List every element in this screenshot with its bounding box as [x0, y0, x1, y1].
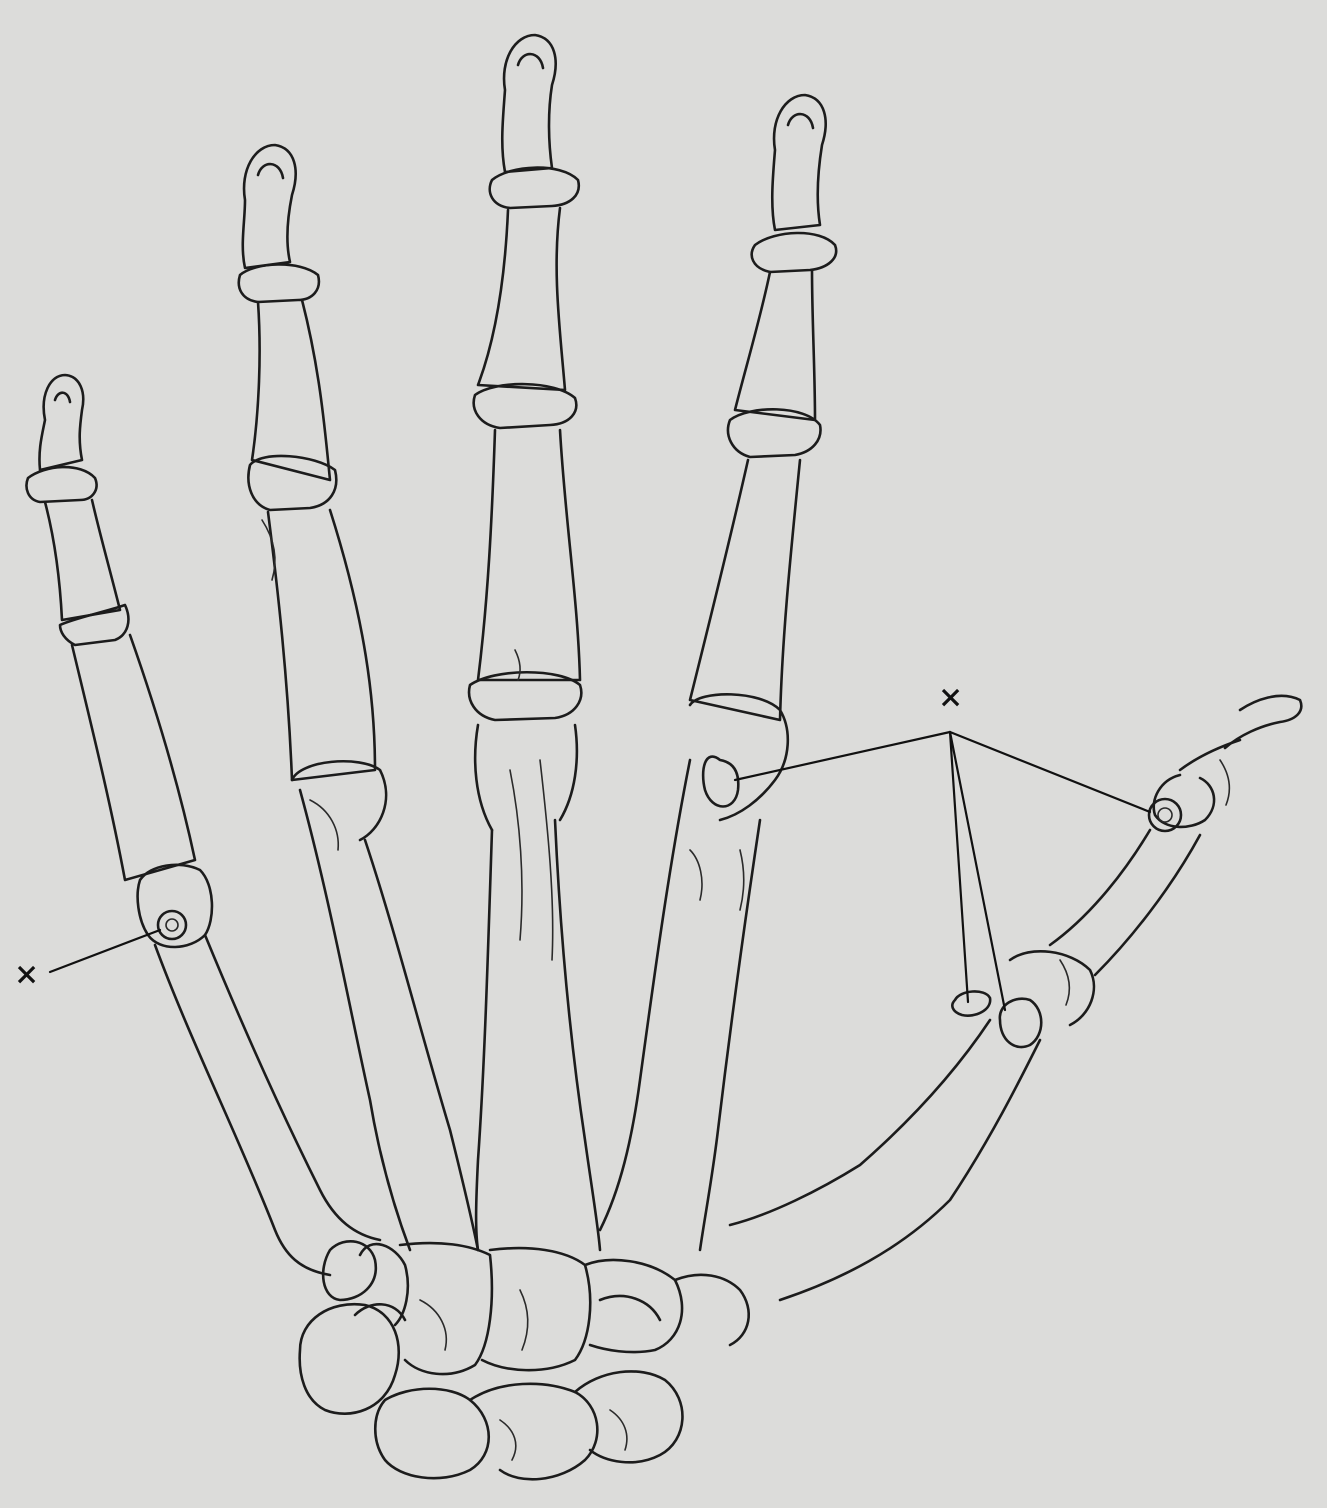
marker-left: ×: [14, 957, 39, 992]
leader-line-left: [50, 930, 160, 972]
leader-line-to-thumb-tip: [950, 732, 1150, 812]
index-finger: [600, 95, 836, 1250]
leader-line-to-index: [735, 732, 950, 780]
middle-finger: [469, 35, 600, 1250]
annotation-left: ×: [14, 930, 160, 992]
ring-finger: [239, 145, 478, 1250]
marker-right: ×: [938, 680, 963, 715]
annotation-right: ×: [735, 680, 1150, 1010]
little-finger: [27, 375, 381, 1275]
thumb: [730, 696, 1301, 1300]
carpal-bones: [300, 1241, 749, 1479]
